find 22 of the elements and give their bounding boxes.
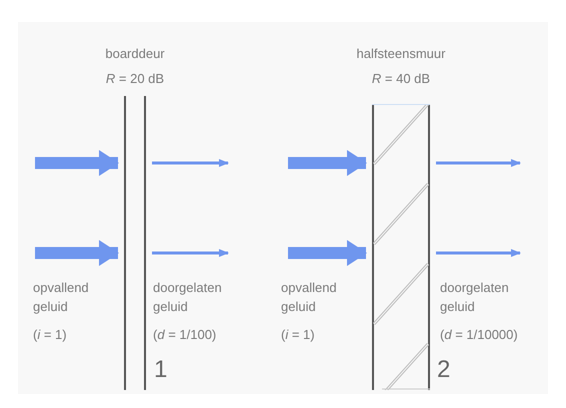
wall-title: halfsteensmuur	[356, 46, 446, 61]
panel-number: 2	[437, 360, 452, 379]
intensity-label: (d = 1/100)	[153, 326, 218, 344]
intensity-label: (i = 1)	[281, 326, 316, 344]
wall-title: boarddeur	[105, 46, 165, 61]
arrow	[35, 240, 119, 266]
arrow	[152, 249, 229, 257]
sound-label: doorgelaten geluid	[153, 279, 223, 316]
sound-reduction-label: R = 40 dB	[372, 71, 430, 86]
intensity-label: (d = 1/10000)	[440, 326, 519, 344]
arrow	[152, 159, 229, 167]
sound-reduction-label: R = 20 dB	[106, 71, 164, 86]
arrow	[288, 240, 367, 266]
sound-label: opvallend geluid	[281, 279, 338, 316]
panel-number: 1	[154, 360, 168, 379]
intensity-label: (i = 1)	[33, 326, 68, 344]
sound-label: opvallend geluid	[33, 279, 90, 316]
arrow	[288, 150, 367, 176]
sound-label: doorgelaten geluid	[440, 279, 510, 316]
arrow	[436, 159, 521, 167]
arrow	[436, 249, 521, 257]
arrow	[35, 150, 119, 176]
